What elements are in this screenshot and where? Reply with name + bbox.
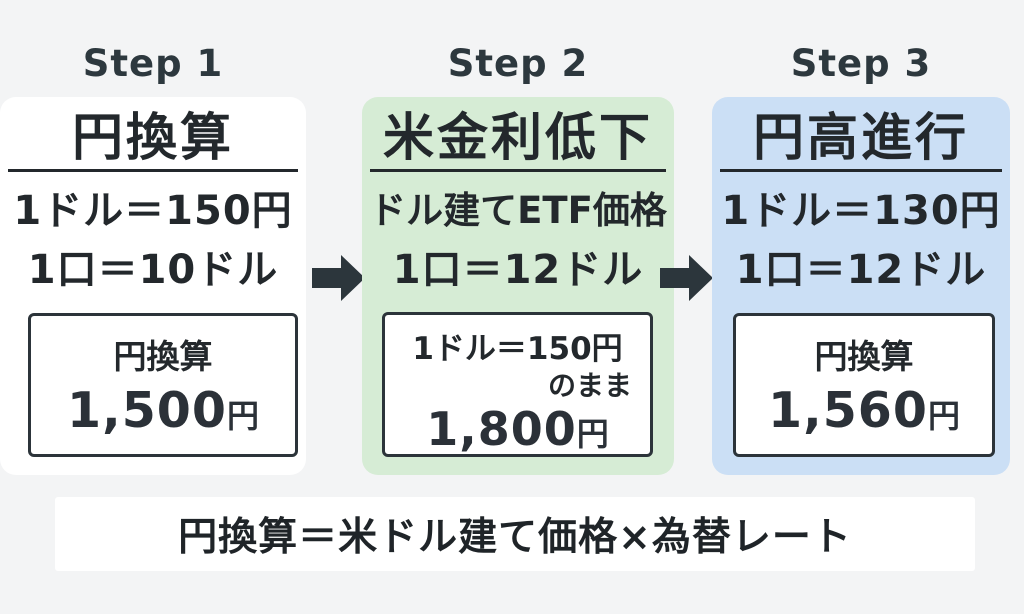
step2-price-line: 1口＝12ドル <box>392 246 644 293</box>
step3-title-underline: 円高進行 <box>720 97 1002 172</box>
step3-rate-line: 1ドル＝130円 <box>721 187 1001 234</box>
step2-box-rate-note: 1ドル＝150円 <box>412 331 623 367</box>
step2-panel: 米金利低下 ドル建てETF価格 1口＝12ドル 1ドル＝150円 のまま 1,8… <box>362 97 674 475</box>
formula-bar: 円換算＝米ドル建て価格×為替レート <box>55 497 975 571</box>
step1-rate-line: 1ドル＝150円 <box>13 187 293 234</box>
step3-box-value: 1,560 <box>767 382 928 439</box>
step1-box-value: 1,500 <box>66 382 227 439</box>
step3-title: 円高進行 <box>752 109 969 168</box>
step2-etf-line: ドル建てETF価格 <box>369 188 667 232</box>
formula-text: 円換算＝米ドル建て価格×為替レート <box>178 515 852 560</box>
step3-result-box: 円換算 1,560円 <box>733 313 995 457</box>
step3-box-title: 円換算 <box>814 337 914 376</box>
step2-box-unit: 円 <box>576 415 609 453</box>
step1-box-value-row: 1,500円 <box>31 382 295 439</box>
right-arrow-icon <box>312 255 365 301</box>
step1-box-title: 円換算 <box>113 337 213 376</box>
step3-box-unit: 円 <box>927 397 960 435</box>
step1-title-underline: 円換算 <box>8 97 298 172</box>
step1-panel: 円換算 1ドル＝150円 1口＝10ドル 円換算 1,500円 <box>0 97 306 475</box>
step2-title-underline: 米金利低下 <box>370 97 666 172</box>
step2-label: Step 2 <box>447 42 589 85</box>
step1-title: 円換算 <box>71 109 234 168</box>
step2-box-unchanged-note: のまま <box>547 369 632 402</box>
step2-box-value: 1,800 <box>426 402 577 456</box>
step1-price-line: 1口＝10ドル <box>27 246 279 293</box>
step2-result-box: 1ドル＝150円 のまま 1,800円 <box>382 312 653 457</box>
step3-panel: 円高進行 1ドル＝130円 1口＝12ドル 円換算 1,560円 <box>712 97 1010 475</box>
step1-label: Step 1 <box>82 42 224 85</box>
step3-box-value-row: 1,560円 <box>736 382 992 439</box>
step2-box-value-row: 1,800円 <box>385 402 650 456</box>
step3-price-line: 1口＝12ドル <box>735 246 987 293</box>
step1-result-box: 円換算 1,500円 <box>28 313 298 457</box>
step1-box-unit: 円 <box>226 397 259 435</box>
step3-label: Step 3 <box>790 42 932 85</box>
step2-title: 米金利低下 <box>382 109 653 168</box>
right-arrow-icon <box>660 255 713 301</box>
